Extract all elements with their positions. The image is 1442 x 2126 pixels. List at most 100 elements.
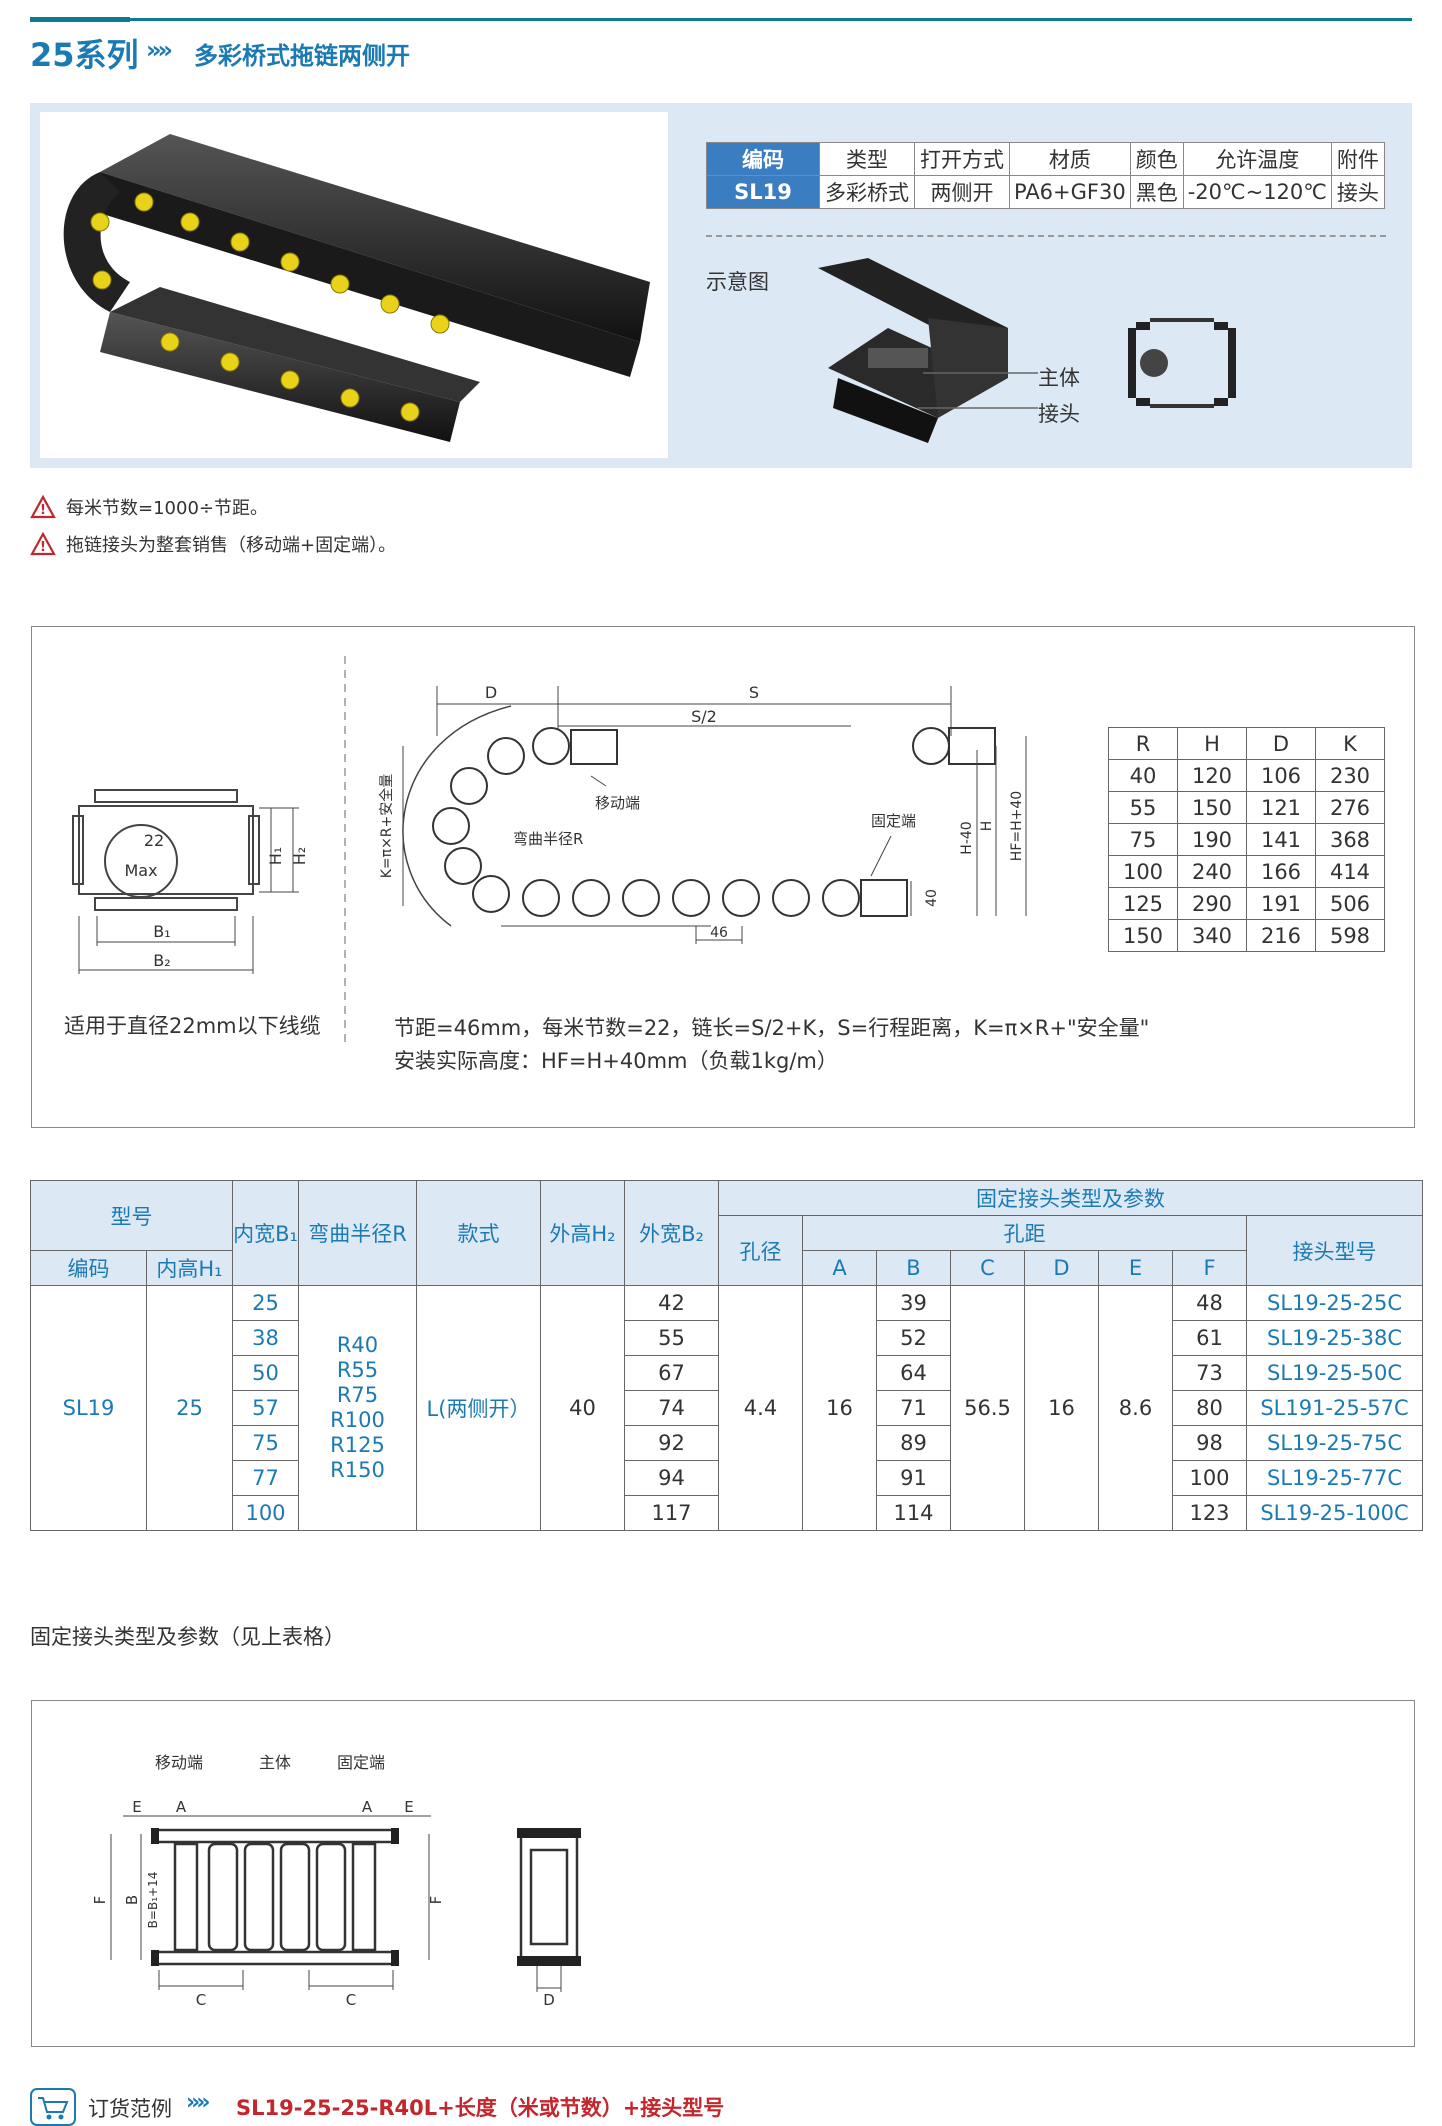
label-moving: 移动端 <box>155 1753 203 1772</box>
cell: 150 <box>1108 919 1178 952</box>
header-inner-width: 内宽B₁ <box>232 1180 299 1286</box>
cable-note: 适用于直径22mm以下线缆 <box>64 1014 321 1038</box>
cell: 106 <box>1246 759 1316 792</box>
table-row: 100 117 114 123 SL19-25-100C <box>31 1495 1423 1531</box>
header-d: D <box>1024 1250 1099 1286</box>
cell: 506 <box>1315 887 1385 920</box>
spec-header-temp: 允许温度 <box>1182 142 1332 176</box>
dim-d: D <box>485 683 497 702</box>
header-c: C <box>950 1250 1025 1286</box>
dim-d-side: D <box>543 1991 555 2009</box>
table-row: 75 92 89 98 SL19-25-75C <box>31 1425 1423 1461</box>
table-row: 77 94 91 100 SL19-25-77C <box>31 1460 1423 1496</box>
chevron-right-icon: »» <box>146 36 173 64</box>
header-model: 型号 <box>30 1180 233 1251</box>
pitch-note: 节距=46mm，每米节数=22，链长=S/2+K，S=行程距离，K=π×R+"安… <box>394 1016 1150 1040</box>
table-header-row-2: 孔径 孔距 接头型号 <box>31 1215 1423 1286</box>
product-photo <box>40 112 668 458</box>
header-bend-radius: 弯曲半径R <box>298 1180 417 1286</box>
cell-f: 73 <box>1172 1355 1247 1391</box>
bend-r40: R40 <box>336 1333 379 1357</box>
series-title: 25系列 <box>30 36 139 74</box>
cell: 276 <box>1315 791 1385 824</box>
label-bend-radius: 弯曲半径R <box>513 830 583 848</box>
table-row: 57 74 71 80 SL191-25-57C <box>31 1390 1423 1426</box>
header-joint-model: 接头型号 <box>1246 1215 1423 1286</box>
cell: 120 <box>1177 759 1247 792</box>
cell-f: 100 <box>1172 1460 1247 1496</box>
dim-k-formula: K=π×R+安全量 <box>378 774 395 879</box>
label-moving-end: 移动端 <box>595 794 640 812</box>
warning-1: ! 每米节数=1000÷节距。 <box>30 494 268 520</box>
cell-b1: 77 <box>232 1460 299 1496</box>
parameter-table: 型号 内宽B₁ 弯曲半径R 款式 外高H₂ 外宽B₂ 固定接头类型及参数 孔径 … <box>30 1180 1423 1531</box>
bend-r100: R100 <box>330 1408 385 1432</box>
technical-drawing: 22 Max B₁ B₂ H₁ H₂ D S S/2 K=π×R+安全量 <box>72 656 1027 1046</box>
cell-b: 71 <box>876 1390 951 1426</box>
cart-icon <box>30 2088 76 2126</box>
cell: 75 <box>1108 823 1178 856</box>
dim-bb: B=B₁+14 <box>146 1872 160 1929</box>
table-row: 38 55 52 61 SL19-25-38C <box>31 1320 1423 1356</box>
cell-b2: 67 <box>624 1355 719 1391</box>
spec-header-code: 编码 <box>706 142 820 176</box>
spec-code: SL19 <box>706 175 820 209</box>
diagram-label: 示意图 <box>706 270 769 294</box>
header-accent <box>30 17 130 22</box>
label-main-body: 主体 <box>1038 366 1080 390</box>
cell-bend-list: R40 R55 R75 R100 R125 R150 <box>298 1285 417 1531</box>
dim-s-half: S/2 <box>691 707 717 726</box>
cell-b: 91 <box>876 1460 951 1496</box>
cell: 121 <box>1246 791 1316 824</box>
cell-c: 56.5 <box>950 1285 1025 1531</box>
header-f: F <box>1172 1250 1247 1286</box>
dim-40: 40 <box>924 889 940 907</box>
header-b: B <box>876 1250 951 1286</box>
cell-b1: 38 <box>232 1320 299 1356</box>
radius-h-k: K <box>1315 727 1385 760</box>
label-fixed: 固定端 <box>337 1753 385 1772</box>
cell: 290 <box>1177 887 1247 920</box>
spec-material: PA6+GF30 <box>1009 175 1131 209</box>
dim-b1: B₁ <box>153 922 170 941</box>
spec-header-row: 编码 类型 打开方式 材质 颜色 允许温度 附件 <box>706 142 1385 176</box>
cell-code: SL19 <box>30 1285 147 1531</box>
dim-e-right: E <box>404 1798 413 1816</box>
cell: 216 <box>1246 919 1316 952</box>
dim-f-left: F <box>91 1896 109 1905</box>
cell: 141 <box>1246 823 1316 856</box>
dim-a-right: A <box>362 1798 373 1816</box>
cell-inner-height: 25 <box>146 1285 233 1531</box>
spec-header-material: 材质 <box>1009 142 1131 176</box>
cell-joint: SL19-25-100C <box>1246 1495 1423 1531</box>
cell-f: 123 <box>1172 1495 1247 1531</box>
cell: 230 <box>1315 759 1385 792</box>
dim-h2: H₂ <box>290 847 309 865</box>
link-diagram <box>818 258 1236 443</box>
dim-e-left: E <box>132 1798 141 1816</box>
cell-f: 48 <box>1172 1285 1247 1321</box>
header-e: E <box>1098 1250 1173 1286</box>
svg-text:!: ! <box>40 540 46 555</box>
cell-b2: 94 <box>624 1460 719 1496</box>
cell-f: 61 <box>1172 1320 1247 1356</box>
fixed-joint-title: 固定接头类型及参数（见上表格） <box>30 1625 345 1649</box>
header-rule <box>30 18 1412 21</box>
cell-outer-height: 40 <box>540 1285 625 1531</box>
cell-joint: SL191-25-57C <box>1246 1390 1423 1426</box>
cell: 368 <box>1315 823 1385 856</box>
bend-r75: R75 <box>336 1383 379 1407</box>
cell-f: 80 <box>1172 1390 1247 1426</box>
cell-b2: 117 <box>624 1495 719 1531</box>
warning-2: ! 拖链接头为整套销售（移动端+固定端）。 <box>30 531 396 557</box>
table-row: 50 67 64 73 SL19-25-50C <box>31 1355 1423 1391</box>
dim-22: 22 <box>144 831 164 850</box>
spec-value-row: SL19 多彩桥式 两侧开 PA6+GF30 黑色 -20℃~120℃ 接头 <box>706 175 1385 209</box>
order-label: 订货范例 <box>88 2097 172 2121</box>
cell: 340 <box>1177 919 1247 952</box>
dim-s: S <box>749 683 759 702</box>
cell-b: 89 <box>876 1425 951 1461</box>
cell-e: 8.6 <box>1098 1285 1173 1531</box>
